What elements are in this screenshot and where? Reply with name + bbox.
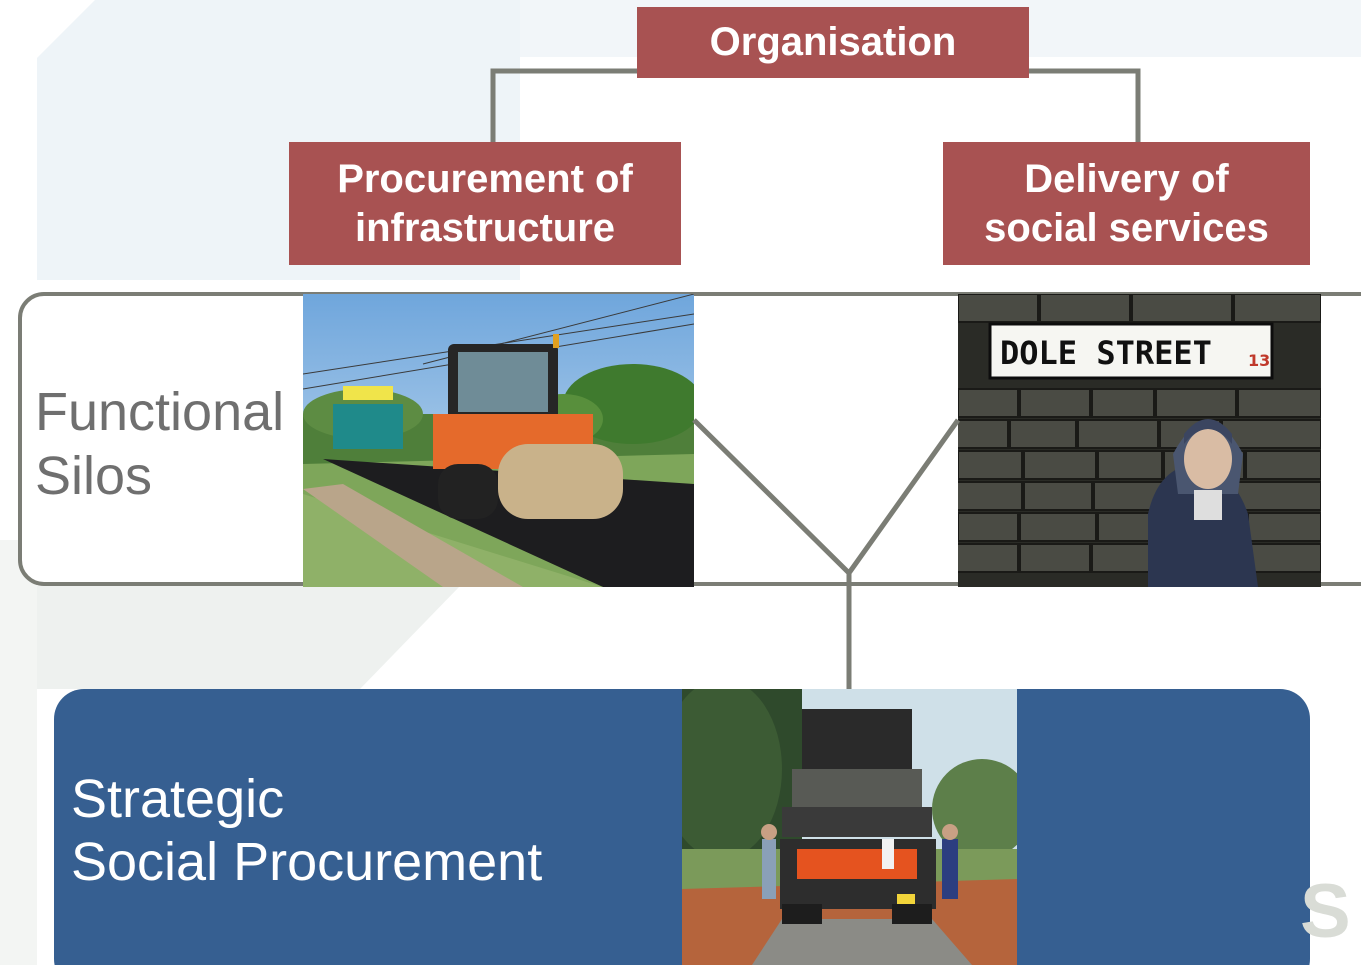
delivery-label-line1: Delivery of <box>1024 156 1229 201</box>
silos-label-line1: Functional <box>35 382 285 442</box>
street-sign-photo: DOLE STREET 13 <box>958 294 1321 587</box>
delivery-box: Delivery of social services <box>943 142 1310 265</box>
strategic-label-line2: Social Procurement <box>71 832 543 892</box>
delivery-label-line2: social services <box>984 205 1269 250</box>
procurement-box: Procurement of infrastructure <box>289 142 681 265</box>
road-truck-photo <box>682 689 1017 965</box>
strategic-label-line1: Strategic <box>71 769 285 829</box>
road-roller-photo <box>303 294 694 587</box>
procurement-label-line1: Procurement of <box>337 156 633 201</box>
strategic-procurement-label: Strategic Social Procurement <box>71 768 542 894</box>
street-sign-image: DOLE STREET 13 <box>958 294 1321 587</box>
organisation-label: Organisation <box>709 20 957 65</box>
organisation-box: Organisation <box>637 7 1029 78</box>
ghost-logo-letter: S <box>1300 869 1351 954</box>
road-roller-image <box>303 294 694 587</box>
street-sign-text: DOLE STREET <box>1000 334 1212 372</box>
road-truck-image <box>682 689 1017 965</box>
street-sign-number: 13 <box>1248 351 1270 370</box>
procurement-label-line2: infrastructure <box>354 205 616 250</box>
functional-silos-label: Functional Silos <box>35 380 284 508</box>
silos-label-line2: Silos <box>35 446 153 506</box>
